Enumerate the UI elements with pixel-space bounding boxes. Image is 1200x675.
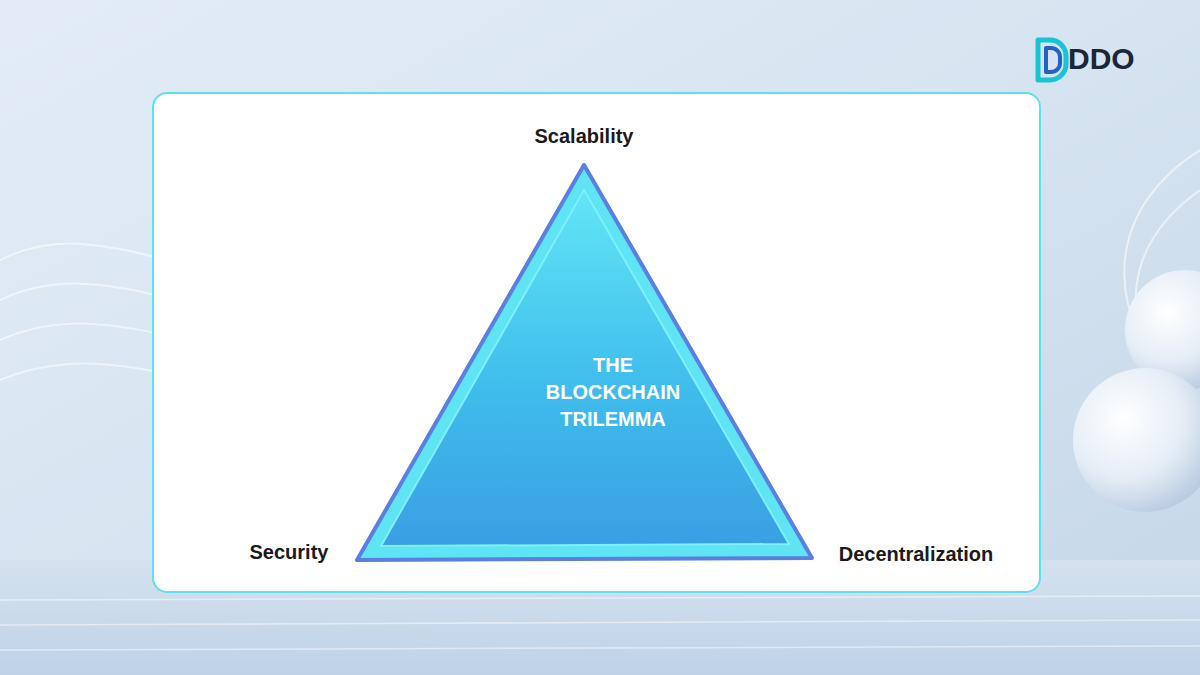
vertex-label: Decentralization [839,542,993,566]
sphere [1073,368,1200,512]
triangle-inner [381,190,789,546]
floor-lines [0,596,1200,650]
triangle-outline [357,165,812,560]
vertex-label: Security [250,540,329,564]
logo-icon [1038,40,1066,80]
trilemma-triangle: THE BLOCKCHAIN TRILEMMA [357,160,815,562]
triangle-shape [357,160,815,562]
vertex-label: Scalability [535,124,634,148]
logo-text: DDO [1068,41,1135,77]
card [153,93,1040,592]
triangle-title: THE BLOCKCHAIN TRILEMMA [538,352,688,433]
